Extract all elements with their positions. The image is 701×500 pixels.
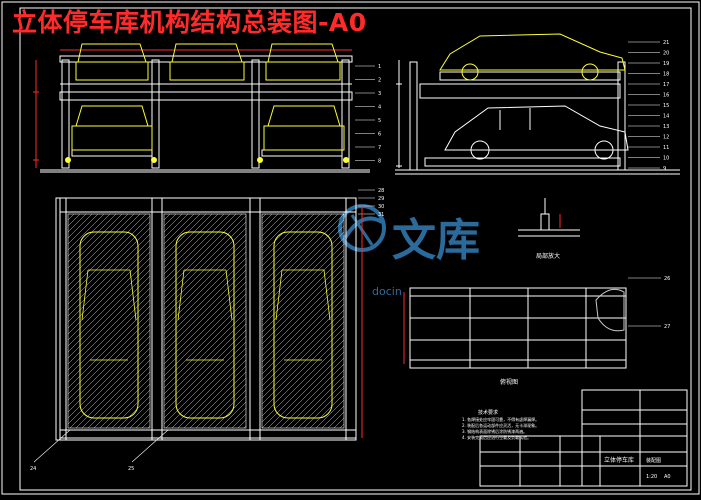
callout-label: 4 xyxy=(378,105,381,111)
callout-label: 18 xyxy=(663,72,669,78)
callout-3: 3 xyxy=(355,91,381,97)
callout-label: 3 xyxy=(378,91,381,97)
callout-label: 7 xyxy=(378,145,381,151)
detail-view xyxy=(518,198,580,237)
callout-29: 29 xyxy=(358,196,384,202)
callout-label: 27 xyxy=(664,324,670,330)
callout-label: 21 xyxy=(663,40,669,46)
callout-label: 20 xyxy=(663,51,669,57)
watermark-text: 文库 xyxy=(392,215,480,266)
title-block-sheet: A0 xyxy=(664,474,671,480)
side-view-cars xyxy=(439,33,629,160)
callout-4: 4 xyxy=(355,105,381,111)
callout-20: 20 xyxy=(628,51,669,57)
plan-view xyxy=(55,197,357,441)
notes-line-1: 1. 各焊接处应牢固可靠，不得有虚焊漏焊。 xyxy=(462,416,539,422)
callout-label: 25 xyxy=(128,466,134,472)
callout-31: 31 xyxy=(358,212,384,218)
plan-bay xyxy=(163,213,247,429)
callout-label: 13 xyxy=(663,124,669,130)
callout-25: 25 xyxy=(128,429,169,472)
callout-label: 1 xyxy=(378,64,381,70)
callout-24: 24 xyxy=(30,429,71,472)
callout-label: 15 xyxy=(663,103,669,109)
callout-2: 2 xyxy=(355,78,381,84)
notes-heading: 技术要求 xyxy=(478,409,498,416)
callout-label: 19 xyxy=(663,61,669,67)
callout-9: 9 xyxy=(628,166,666,172)
callout-label: 17 xyxy=(663,82,669,88)
callout-15: 15 xyxy=(628,103,669,109)
callout-10: 10 xyxy=(628,156,669,162)
callout-6: 6 xyxy=(355,132,381,138)
callout-label: 16 xyxy=(663,93,669,99)
callout-26: 26 xyxy=(628,276,670,282)
callout-label: 8 xyxy=(378,159,381,165)
callout-17: 17 xyxy=(628,82,669,88)
callout-27: 27 xyxy=(628,324,670,330)
front-view xyxy=(33,49,370,173)
plan-view-callouts: 28 29 30 31 xyxy=(358,188,384,218)
drawing-title: 立体停车库机构结构总装图-A0 xyxy=(12,8,367,37)
bottom-plan xyxy=(403,287,627,369)
callout-21: 21 xyxy=(628,40,669,46)
callout-11: 11 xyxy=(628,145,669,151)
callout-14: 14 xyxy=(628,114,669,120)
callout-18: 18 xyxy=(628,72,669,78)
title-block-name: 立体停车库 xyxy=(604,456,634,464)
callout-label: 31 xyxy=(378,212,384,218)
callout-30: 30 xyxy=(358,204,384,210)
callout-label: 6 xyxy=(378,132,381,138)
callout-8: 8 xyxy=(355,159,381,165)
callout-1: 1 xyxy=(355,64,381,70)
callout-label: 28 xyxy=(378,188,384,194)
callout-28: 28 xyxy=(358,188,384,194)
plan-view-bays: 24 25 xyxy=(30,213,345,472)
bottom-plan-callouts: 26 27 xyxy=(628,276,670,330)
title-block-scale: 1:20 xyxy=(646,474,657,480)
front-view-callouts: 1 2 3 4 5 6 7 8 xyxy=(355,64,381,165)
notes-line-4: 4. 安装完成后应进行空载及负载试验。 xyxy=(462,434,531,440)
watermark: 文库 docin xyxy=(338,204,480,298)
callout-label: 11 xyxy=(663,145,669,151)
callout-7: 7 xyxy=(355,145,381,151)
title-block xyxy=(479,389,688,487)
callout-label: 24 xyxy=(30,466,36,472)
front-view-cars xyxy=(71,43,345,151)
title-block-drawing-no: 装配图 xyxy=(646,457,661,464)
callout-label: 14 xyxy=(663,114,669,120)
callout-12: 12 xyxy=(628,135,669,141)
inner-border xyxy=(19,7,692,491)
side-view-callouts: 21 20 19 18 17 16 15 14 13 12 11 10 9 xyxy=(628,40,669,172)
callout-label: 9 xyxy=(663,166,666,172)
callout-label: 29 xyxy=(378,196,384,202)
callout-label: 12 xyxy=(663,135,669,141)
callout-label: 10 xyxy=(663,156,669,162)
callout-16: 16 xyxy=(628,93,669,99)
plan-bay xyxy=(261,213,345,429)
callout-label: 30 xyxy=(378,204,384,210)
technical-notes: 技术要求 1. 各焊接处应牢固可靠，不得有虚焊漏焊。 2. 装配后各运动部件应灵… xyxy=(462,409,539,440)
callout-label: 26 xyxy=(664,276,670,282)
callout-19: 19 xyxy=(628,61,669,67)
watermark-sub: docin xyxy=(372,285,402,298)
front-view-highlights xyxy=(65,157,349,163)
plan-label: 俯视图 xyxy=(500,378,518,386)
plan-bay xyxy=(67,213,151,429)
callout-label: 2 xyxy=(378,78,381,84)
callout-13: 13 xyxy=(628,124,669,130)
callout-5: 5 xyxy=(355,118,381,124)
detail-label: 局部放大 xyxy=(536,252,560,260)
callout-label: 5 xyxy=(378,118,381,124)
notes-line-3: 3. 钢结构表面除锈后涂防锈漆两遍。 xyxy=(462,428,527,434)
side-view xyxy=(395,60,680,175)
notes-line-2: 2. 装配后各运动部件应灵活，无卡滞现象。 xyxy=(462,422,539,428)
